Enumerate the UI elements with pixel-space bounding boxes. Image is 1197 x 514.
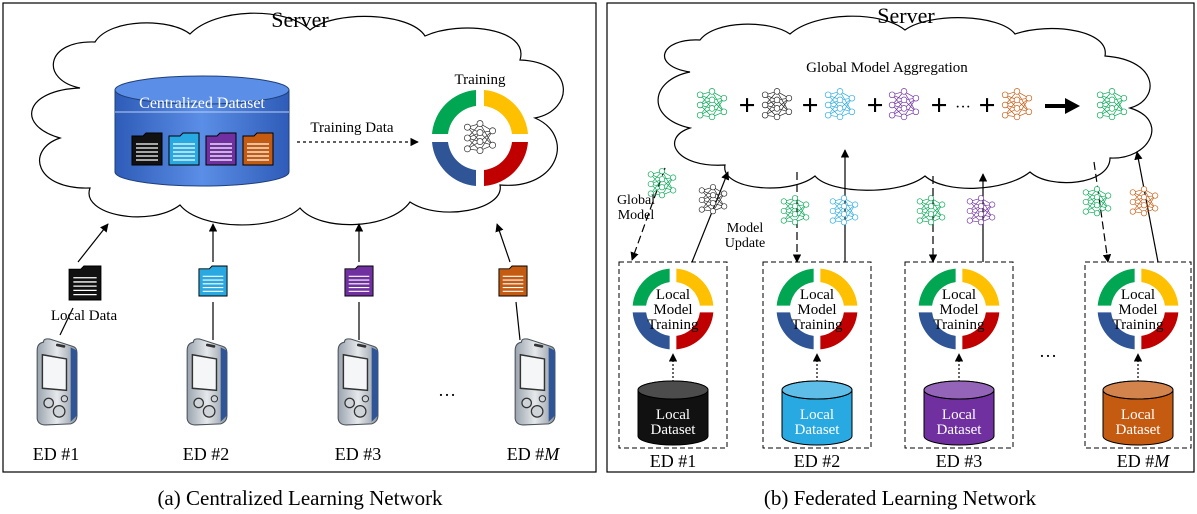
server-title: Server xyxy=(877,3,935,28)
svg-text:+: + xyxy=(930,89,947,122)
local-data-folder-icon xyxy=(198,265,228,297)
svg-text:+: + xyxy=(866,89,883,122)
device-label-m: ED #M xyxy=(1117,451,1171,471)
device-label-3: ED #3 xyxy=(936,451,983,471)
device-label-1: ED #1 xyxy=(33,444,80,464)
phone-icon xyxy=(514,338,556,426)
ellipsis: … xyxy=(438,380,456,400)
cyan-folder-icon xyxy=(168,132,200,166)
server-cloud xyxy=(31,12,564,226)
aggregation-label: Global Model Aggregation xyxy=(806,60,968,76)
local-data-folder-icon xyxy=(344,265,374,297)
caption-b: (b) Federated Learning Network xyxy=(764,486,1037,510)
caption-a: (a) Centralized Learning Network xyxy=(157,486,443,510)
dataset-label: Centralized Dataset xyxy=(139,95,265,112)
centralized-panel: Server Centralized Dataset Training Data… xyxy=(2,2,597,510)
server-cloud xyxy=(657,15,1153,191)
phone-icon xyxy=(337,338,379,426)
device-label-2: ED #2 xyxy=(183,444,230,464)
phone-icon xyxy=(186,338,228,426)
federated-panel: Server Global Model Aggregation + + + + … xyxy=(606,2,1195,510)
device-label-2: ED #2 xyxy=(794,451,841,471)
device-label-3: ED #3 xyxy=(335,444,382,464)
training-data-label: Training Data xyxy=(310,120,394,136)
device-label-1: ED #1 xyxy=(650,451,697,471)
ellipsis: … xyxy=(1039,341,1057,361)
training-label: Training xyxy=(454,72,506,88)
local-data-folder-icon xyxy=(498,265,528,297)
server-title: Server xyxy=(271,7,329,32)
orange-folder-icon xyxy=(242,132,274,166)
local-data-folder-icon xyxy=(68,265,102,301)
device-label-m: ED #M xyxy=(507,444,561,464)
local-data-label: Local Data xyxy=(51,308,118,324)
svg-text:+: + xyxy=(978,89,995,122)
svg-text:+: + xyxy=(738,89,755,122)
svg-text:+: + xyxy=(801,89,818,122)
phone-icon xyxy=(36,338,78,426)
black-folder-icon xyxy=(131,132,163,166)
centralized-dataset xyxy=(114,75,290,187)
result-arrow-icon xyxy=(1045,98,1080,114)
agg-ellipsis: ··· xyxy=(955,99,971,116)
purple-folder-icon xyxy=(205,132,237,166)
